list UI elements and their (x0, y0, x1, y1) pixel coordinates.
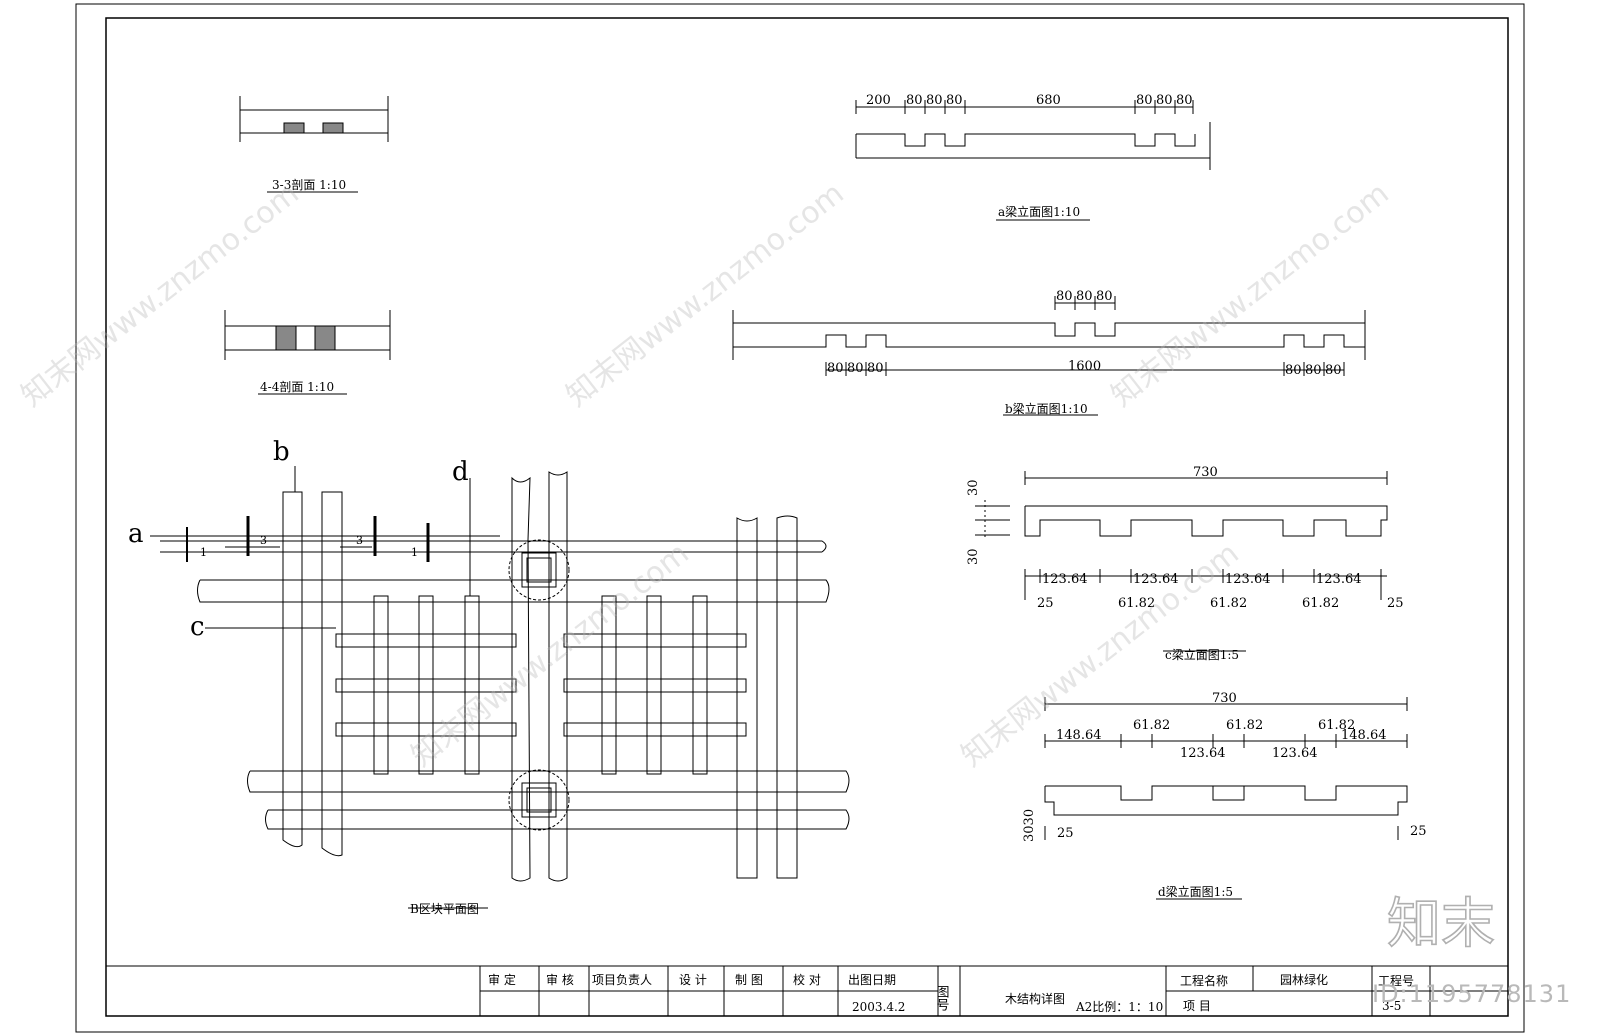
label-c: c (190, 612, 205, 642)
c-beam-elevation (975, 471, 1388, 652)
d-dim-row2-2: 123.64 (1272, 746, 1318, 761)
caption-3-3-section: 3-3剖面 1:10 (272, 178, 346, 192)
b-dim-right-1: 80 (1285, 363, 1302, 378)
c-dim-730: 730 (1193, 465, 1218, 480)
b-dim-right-3: 80 (1325, 363, 1342, 378)
a-dim-80-4: 80 (1136, 93, 1153, 108)
tb-header-draft: 制 图 (735, 973, 763, 987)
c-dim-lower-4: 61.82 (1302, 596, 1339, 611)
cut-3-left: 3 (260, 534, 267, 547)
a-dim-80-6: 80 (1176, 93, 1193, 108)
c-dim-upper-2: 123.64 (1133, 572, 1179, 587)
caption-c-beam: c梁立面图1:5 (1165, 647, 1239, 662)
d-dim-row1-5: 148.64 (1341, 728, 1387, 743)
c-dim-upper-1: 123.64 (1042, 572, 1088, 587)
b-dim-right-2: 80 (1305, 363, 1322, 378)
tb-drawing-title: 木结构详图 (1005, 991, 1065, 1006)
watermark-brand-logo: 知末 (1386, 891, 1496, 950)
caption-plan: B区块平面图 (410, 902, 479, 916)
caption-4-4-section: 4-4剖面 1:10 (260, 380, 334, 394)
b-beam-elevation (732, 296, 1366, 416)
tb-item-label: 项 目 (1183, 999, 1211, 1013)
label-b: b (273, 437, 290, 467)
caption-a-beam: a梁立面图1:10 (998, 204, 1080, 219)
tb-drawing-no-label: 图号 (934, 985, 950, 1011)
a-dim-80-3: 80 (946, 93, 963, 108)
section-3-3 (239, 96, 389, 193)
caption-b-beam: b梁立面图1:10 (1005, 401, 1088, 416)
b-block-plan (150, 466, 850, 909)
label-d: d (452, 457, 469, 487)
b-dim-left-1: 80 (827, 361, 844, 376)
b-dim-left-2: 80 (847, 361, 864, 376)
d-dim-end-right: 25 (1410, 824, 1427, 839)
watermark-id: ID:1195778131 (1372, 980, 1572, 1008)
cut-1-left: 1 (200, 546, 207, 559)
cut-3-right: 3 (356, 534, 363, 547)
d-dim-730: 730 (1212, 691, 1237, 706)
tb-header-review: 审 核 (546, 972, 574, 987)
d-dim-row1-3: 61.82 (1226, 718, 1263, 733)
c-dim-height-bottom: 30 (966, 548, 981, 565)
a-dim-80-1: 80 (906, 93, 923, 108)
d-dim-height: 3030 (1022, 809, 1037, 842)
b-dim-top-2: 80 (1076, 289, 1093, 304)
tb-header-check: 校 对 (793, 972, 821, 987)
b-dim-top-1: 80 (1056, 289, 1073, 304)
d-beam-elevation (1044, 697, 1408, 900)
title-block (106, 965, 1508, 1016)
a-dim-680: 680 (1036, 93, 1061, 108)
label-a: a (128, 519, 144, 549)
b-dim-left-3: 80 (867, 361, 884, 376)
tb-project-name: 园林绿化 (1280, 972, 1328, 987)
tb-project-name-label: 工程名称 (1180, 973, 1228, 988)
tb-header-design: 设 计 (679, 973, 707, 987)
c-dim-upper-4: 123.64 (1316, 572, 1362, 587)
outer-border (75, 3, 1525, 1033)
section-4-4 (224, 310, 391, 395)
d-dim-end-left: 25 (1057, 826, 1074, 841)
tb-scale-note: A2比例：1：10 (1075, 1000, 1163, 1014)
tb-sheet-no: 3-5 (1382, 999, 1401, 1013)
tb-header-approve: 审 定 (488, 972, 516, 987)
d-dim-row1-2: 61.82 (1133, 718, 1170, 733)
cut-1-right: 1 (411, 546, 418, 559)
a-dim-80-2: 80 (926, 93, 943, 108)
d-dim-row1-4: 61.82 (1318, 718, 1355, 733)
a-beam-elevation (855, 100, 1211, 221)
c-dim-height-top: 30 (966, 479, 981, 496)
svg-text:知末: 知末 (1387, 892, 1495, 950)
c-dim-lower-2: 61.82 (1118, 596, 1155, 611)
b-dim-top-3: 80 (1096, 289, 1113, 304)
c-dim-upper-3: 123.64 (1225, 572, 1271, 587)
b-dim-1600: 1600 (1068, 359, 1101, 374)
tb-header-date: 出图日期 (848, 973, 896, 987)
a-dim-200: 200 (866, 93, 891, 108)
a-dim-80-5: 80 (1156, 93, 1173, 108)
tb-date-value: 2003.4.2 (852, 1000, 905, 1014)
c-dim-lower-5: 25 (1387, 596, 1404, 611)
d-dim-row1-1: 148.64 (1056, 728, 1102, 743)
tb-project-no-label: 工程号 (1378, 973, 1414, 988)
inner-border (105, 17, 1509, 1017)
d-dim-row2-1: 123.64 (1180, 746, 1226, 761)
tb-header-lead: 项目负责人 (592, 973, 652, 987)
caption-d-beam: d梁立面图1:5 (1158, 884, 1233, 899)
c-dim-lower-1: 25 (1037, 596, 1054, 611)
c-dim-lower-3: 61.82 (1210, 596, 1247, 611)
